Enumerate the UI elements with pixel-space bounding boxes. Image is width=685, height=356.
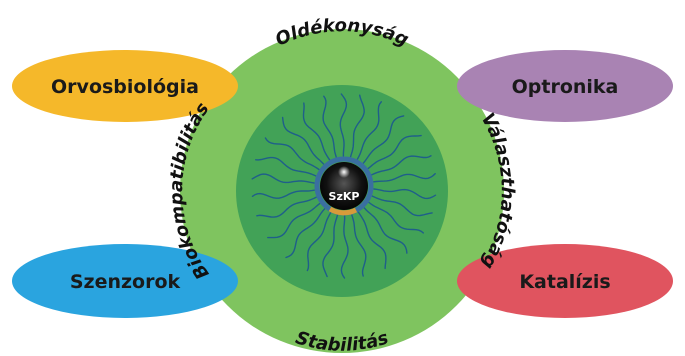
application-label: Szenzorok [70, 271, 181, 293]
ligand-chain [267, 202, 321, 239]
ligand-chain [371, 155, 432, 176]
ligand-chain [251, 173, 315, 184]
application-biomed: Orvosbiológia [12, 50, 238, 122]
ligand-chain [285, 208, 326, 259]
application-label: Orvosbiológia [51, 76, 199, 98]
ligand-chain [251, 189, 315, 199]
application-ellipse [12, 50, 238, 122]
ligand-chain [322, 214, 339, 278]
ligand-chain [339, 93, 348, 157]
ligand-chain [357, 211, 387, 270]
core-sphere [320, 162, 368, 210]
core-label: SzKP [329, 190, 360, 203]
ligand-chain [351, 214, 367, 277]
ligand-chain [306, 212, 332, 272]
ligand-chain [264, 137, 320, 171]
application-label: Optronika [512, 76, 619, 98]
core-glint [338, 166, 350, 178]
ligand-chain [302, 102, 331, 161]
ligand-chain [367, 134, 422, 170]
ligand-chain [255, 156, 317, 177]
application-catalysis: Katalízis [457, 244, 673, 318]
ligand-chain [373, 188, 437, 200]
ligand-chain [363, 207, 408, 254]
ligand-chain [371, 195, 433, 217]
core-shell-accent [328, 206, 358, 216]
application-sensors: Szenzorok [12, 244, 238, 318]
application-label: Katalízis [519, 271, 610, 293]
ligand-chain [373, 173, 436, 183]
ligand-chain [356, 101, 382, 160]
ligand-chain [368, 201, 424, 234]
application-ellipse [12, 244, 238, 318]
nanoparticle-core: SzKP [314, 156, 374, 216]
ligand-chain [340, 215, 349, 279]
application-optronic: Optronika [457, 50, 673, 122]
ligand-group [251, 93, 437, 279]
application-ellipse [457, 50, 673, 122]
ligand-chain [362, 115, 405, 164]
ligand-chain [256, 196, 317, 218]
ligand-chain [281, 116, 325, 165]
application-ellipse [457, 244, 673, 318]
ligand-chain [322, 95, 337, 158]
ligand-chain [349, 94, 365, 158]
